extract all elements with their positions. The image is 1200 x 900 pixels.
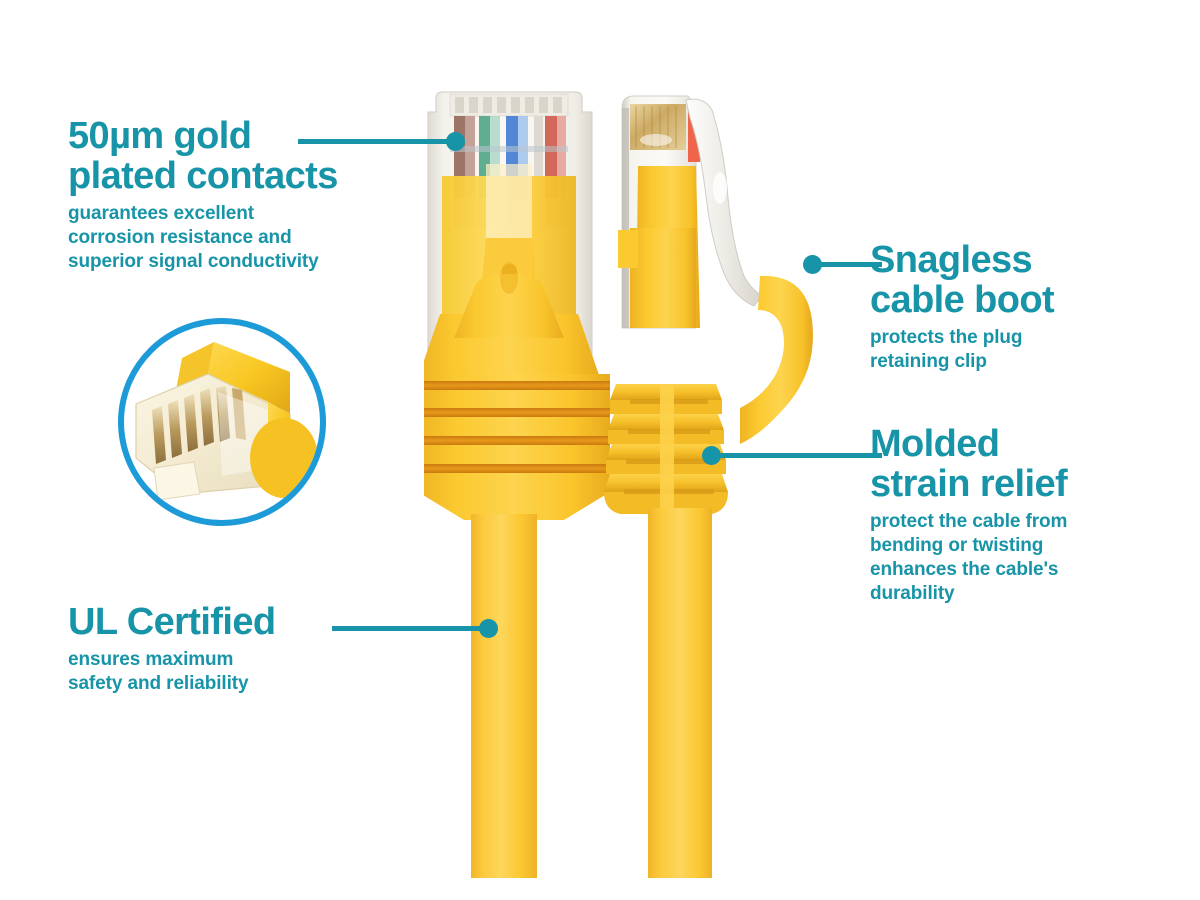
callout-snagless-boot: Snagless cable boot protects the plug re… [870,240,1182,374]
leader-line-strain-relief [718,453,882,458]
rj45-plug-side-view [604,95,813,878]
leader-dot-gold-contacts [446,132,465,151]
callout-strain-relief: Molded strain relief protect the cable f… [870,424,1182,606]
leader-line-snagless-boot [818,262,882,267]
leader-dot-snagless-boot [803,255,822,274]
callout-body-strain-relief: protect the cable from bending or twisti… [870,511,1068,604]
callout-gold-contacts: 50µm gold plated contacts guarantees exc… [68,116,398,274]
leader-dot-strain-relief [702,446,721,465]
callout-title-ul-certified: UL Certified [68,601,276,643]
callout-title-snagless-boot: Snagless cable boot [870,239,1055,321]
callout-body-gold-contacts: guarantees excellent corrosion resistanc… [68,203,319,272]
callout-ul-certified: UL Certified ensures maximum safety and … [68,602,368,696]
leader-line-ul-certified [332,626,484,631]
callout-title-strain-relief: Molded strain relief [870,423,1068,505]
rj45-plug-closeup-icon [135,342,318,501]
leader-dot-ul-certified [479,619,498,638]
callout-body-ul-certified: ensures maximum safety and reliability [68,649,249,694]
callout-title-gold-contacts: 50µm gold plated contacts [68,115,338,197]
rj45-plug-front-view [424,91,610,878]
callout-body-snagless-boot: protects the plug retaining clip [870,327,1023,372]
magnified-plug-inset [118,318,326,526]
leader-line-gold-contacts [298,139,456,144]
